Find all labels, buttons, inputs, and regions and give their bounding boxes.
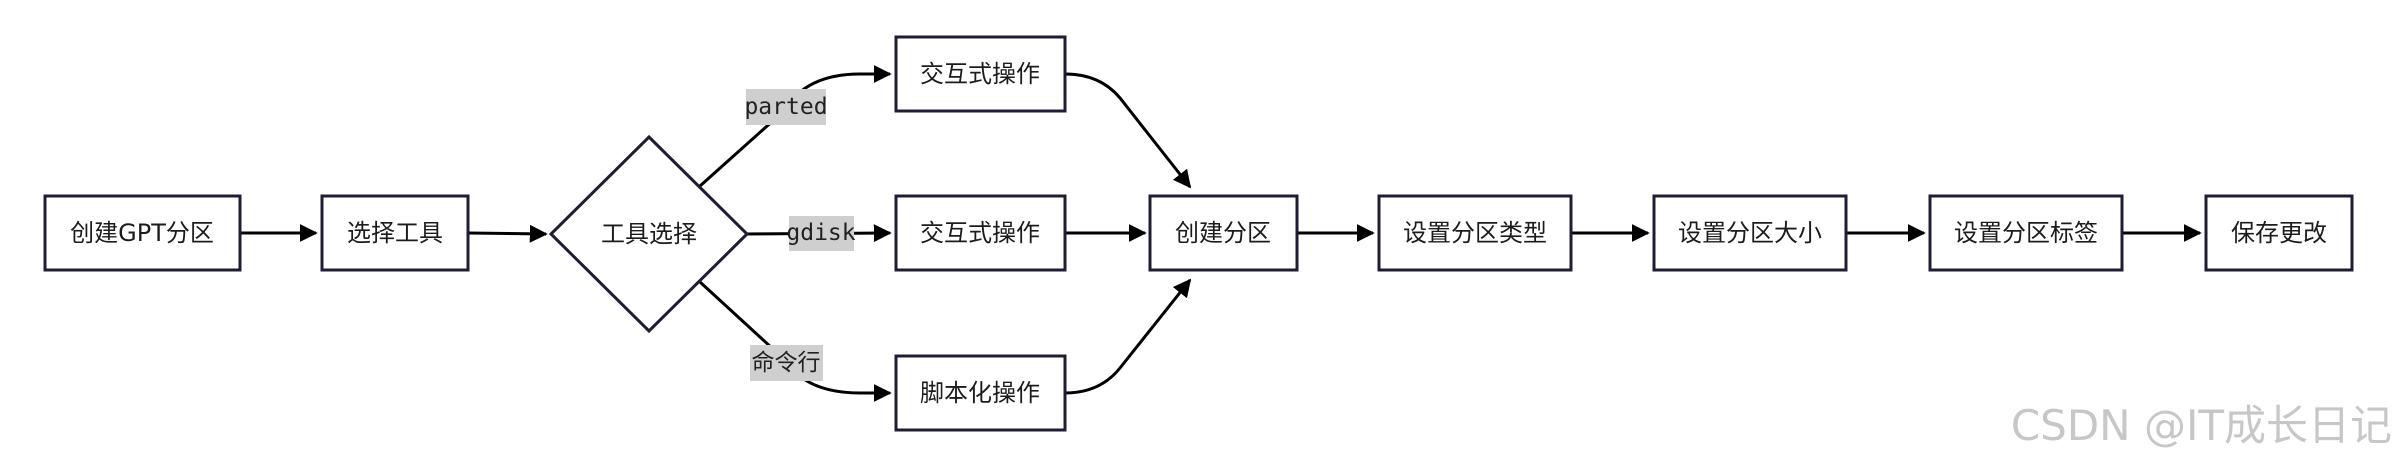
node-scripted-label: 脚本化操作	[920, 379, 1040, 407]
node-create-partition: 创建分区	[1148, 194, 1299, 272]
edge-label-gdisk-text: gdisk	[786, 220, 855, 246]
node-scripted: 脚本化操作	[894, 354, 1067, 432]
node-interactive-2-label: 交互式操作	[920, 219, 1040, 247]
node-choose-tool-label: 选择工具	[347, 219, 443, 247]
edge-label-parted: parted	[744, 89, 828, 125]
edge-label-cli-text: 命令行	[752, 350, 821, 376]
node-choose-tool: 选择工具	[320, 194, 470, 272]
node-interactive-2: 交互式操作	[894, 194, 1067, 272]
node-save-changes: 保存更改	[2204, 194, 2354, 272]
node-set-type: 设置分区类型	[1377, 194, 1573, 272]
node-set-label: 设置分区标签	[1928, 194, 2124, 272]
node-interactive-1: 交互式操作	[894, 35, 1067, 113]
edge-label-cli: 命令行	[750, 345, 823, 381]
node-interactive-1-label: 交互式操作	[920, 60, 1040, 88]
node-set-label-label: 设置分区标签	[1954, 219, 2098, 247]
watermark: CSDN @IT成长日记	[2011, 401, 2392, 450]
edge-choose-tool-to-decision	[467, 224, 548, 243]
node-tool-decision: 工具选择	[548, 134, 750, 334]
node-set-type-label: 设置分区类型	[1403, 219, 1547, 247]
node-set-size: 设置分区大小	[1652, 194, 1848, 272]
edge-scripted-to-create	[1064, 278, 1192, 395]
edge-label-gdisk: gdisk	[786, 216, 856, 251]
node-tool-decision-label: 工具选择	[601, 220, 697, 248]
edge-label-parted-text: parted	[744, 94, 827, 120]
node-save-changes-label: 保存更改	[2231, 219, 2327, 247]
edge-interactive-1-to-create	[1064, 72, 1192, 189]
node-create-gpt: 创建GPT分区	[43, 194, 242, 272]
node-create-partition-label: 创建分区	[1175, 219, 1271, 247]
node-set-size-label: 设置分区大小	[1678, 219, 1822, 247]
node-create-gpt-label: 创建GPT分区	[70, 219, 214, 247]
